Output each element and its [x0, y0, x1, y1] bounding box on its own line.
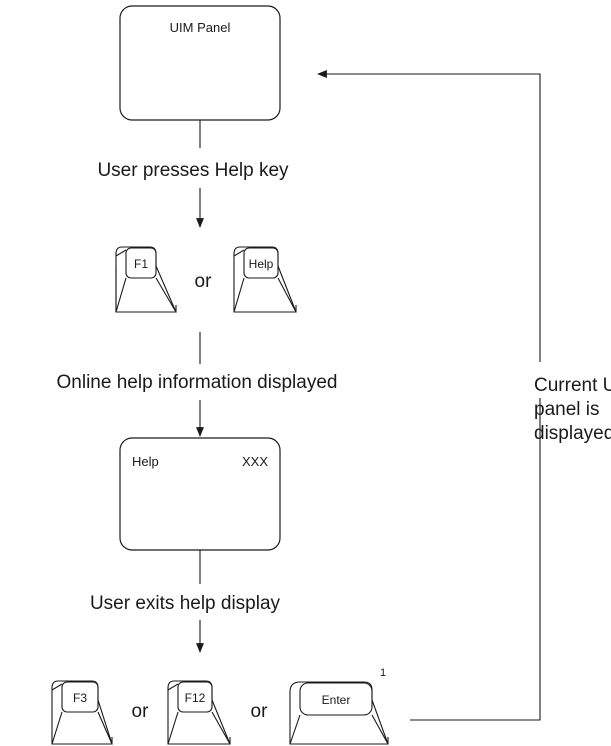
- enter-key-icon: Enter: [289, 681, 389, 745]
- step-help-displayed: Online help information displayed: [57, 372, 338, 393]
- help-key-label: Help: [249, 257, 274, 271]
- footnote-marker: 1: [380, 667, 386, 679]
- return-label-line2: panel is: [534, 399, 600, 420]
- f12-key-icon: F12: [167, 680, 231, 745]
- f1-key-label: F1: [134, 257, 148, 271]
- f1-key-icon: F1: [115, 246, 177, 313]
- return-arrow-to-uim-panel: [317, 70, 541, 362]
- return-label-line1: Current UIM: [534, 375, 611, 396]
- return-label-line3: displayed: [534, 423, 611, 444]
- or-label: or: [195, 271, 213, 292]
- or-label: or: [132, 701, 150, 722]
- help-key-icon: Help: [233, 246, 297, 313]
- step-exit-help: User exits help display: [90, 593, 281, 614]
- enter-key-label: Enter: [322, 693, 351, 707]
- help-panel-box: Help XXX: [119, 437, 281, 551]
- or-label: or: [251, 701, 269, 722]
- help-panel-id: XXX: [242, 454, 268, 469]
- step-press-help-key: User presses Help key: [97, 160, 289, 181]
- f3-key-label: F3: [73, 691, 87, 705]
- f12-key-label: F12: [185, 691, 206, 705]
- uim-panel-box: UIM Panel: [119, 5, 281, 121]
- return-line: [410, 398, 541, 721]
- help-panel-title: Help: [132, 454, 159, 469]
- uim-panel-title: UIM Panel: [170, 20, 231, 35]
- f3-key-icon: F3: [51, 680, 113, 745]
